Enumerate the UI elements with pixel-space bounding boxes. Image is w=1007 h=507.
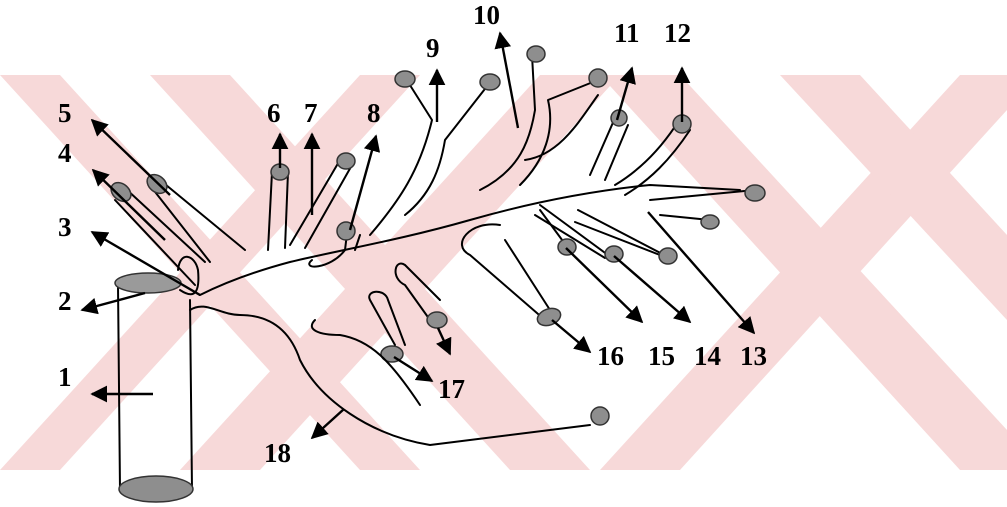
label-11: 11 [614,18,640,48]
branch-18-stump [591,407,609,425]
branch-15-stump [605,246,623,262]
branch-13-stump-a [745,185,765,201]
label-2: 2 [58,286,72,316]
arrow-13 [648,212,754,333]
arrow-14 [614,256,690,322]
label-18: 18 [264,438,291,468]
branch-13-stump-b [701,215,719,229]
arrow-2 [82,293,145,310]
branch-15b-stump [558,239,576,255]
arrow-16 [552,320,590,352]
arrow-8 [350,136,376,230]
branch-9-stump-b [480,74,500,90]
label-5: 5 [58,98,72,128]
label-14: 14 [694,341,721,371]
label-15: 15 [648,341,675,371]
label-10: 10 [473,0,500,30]
branch-10-stump-a [527,46,545,62]
branch-14-stump [659,248,677,264]
label-7: 7 [304,98,318,128]
branch-16 [462,224,550,320]
label-12: 12 [664,18,691,48]
label-1: 1 [58,362,72,392]
branch-9-stump-a [395,71,415,87]
label-3: 3 [58,212,72,242]
label-17: 17 [438,374,465,404]
branch-11 [590,118,628,180]
label-6: 6 [267,98,281,128]
label-9: 9 [426,33,440,63]
trunk-top-ellipse [115,273,181,293]
label-13: 13 [740,341,767,371]
branch-17a-stump [427,312,447,328]
label-8: 8 [367,98,381,128]
label-4: 4 [58,138,72,168]
branch-7-stump [337,153,355,169]
label-16: 16 [597,341,624,371]
branch-10-stump-b [589,69,607,87]
arrow-15 [566,248,642,322]
trunk-base-ellipse [119,476,193,502]
